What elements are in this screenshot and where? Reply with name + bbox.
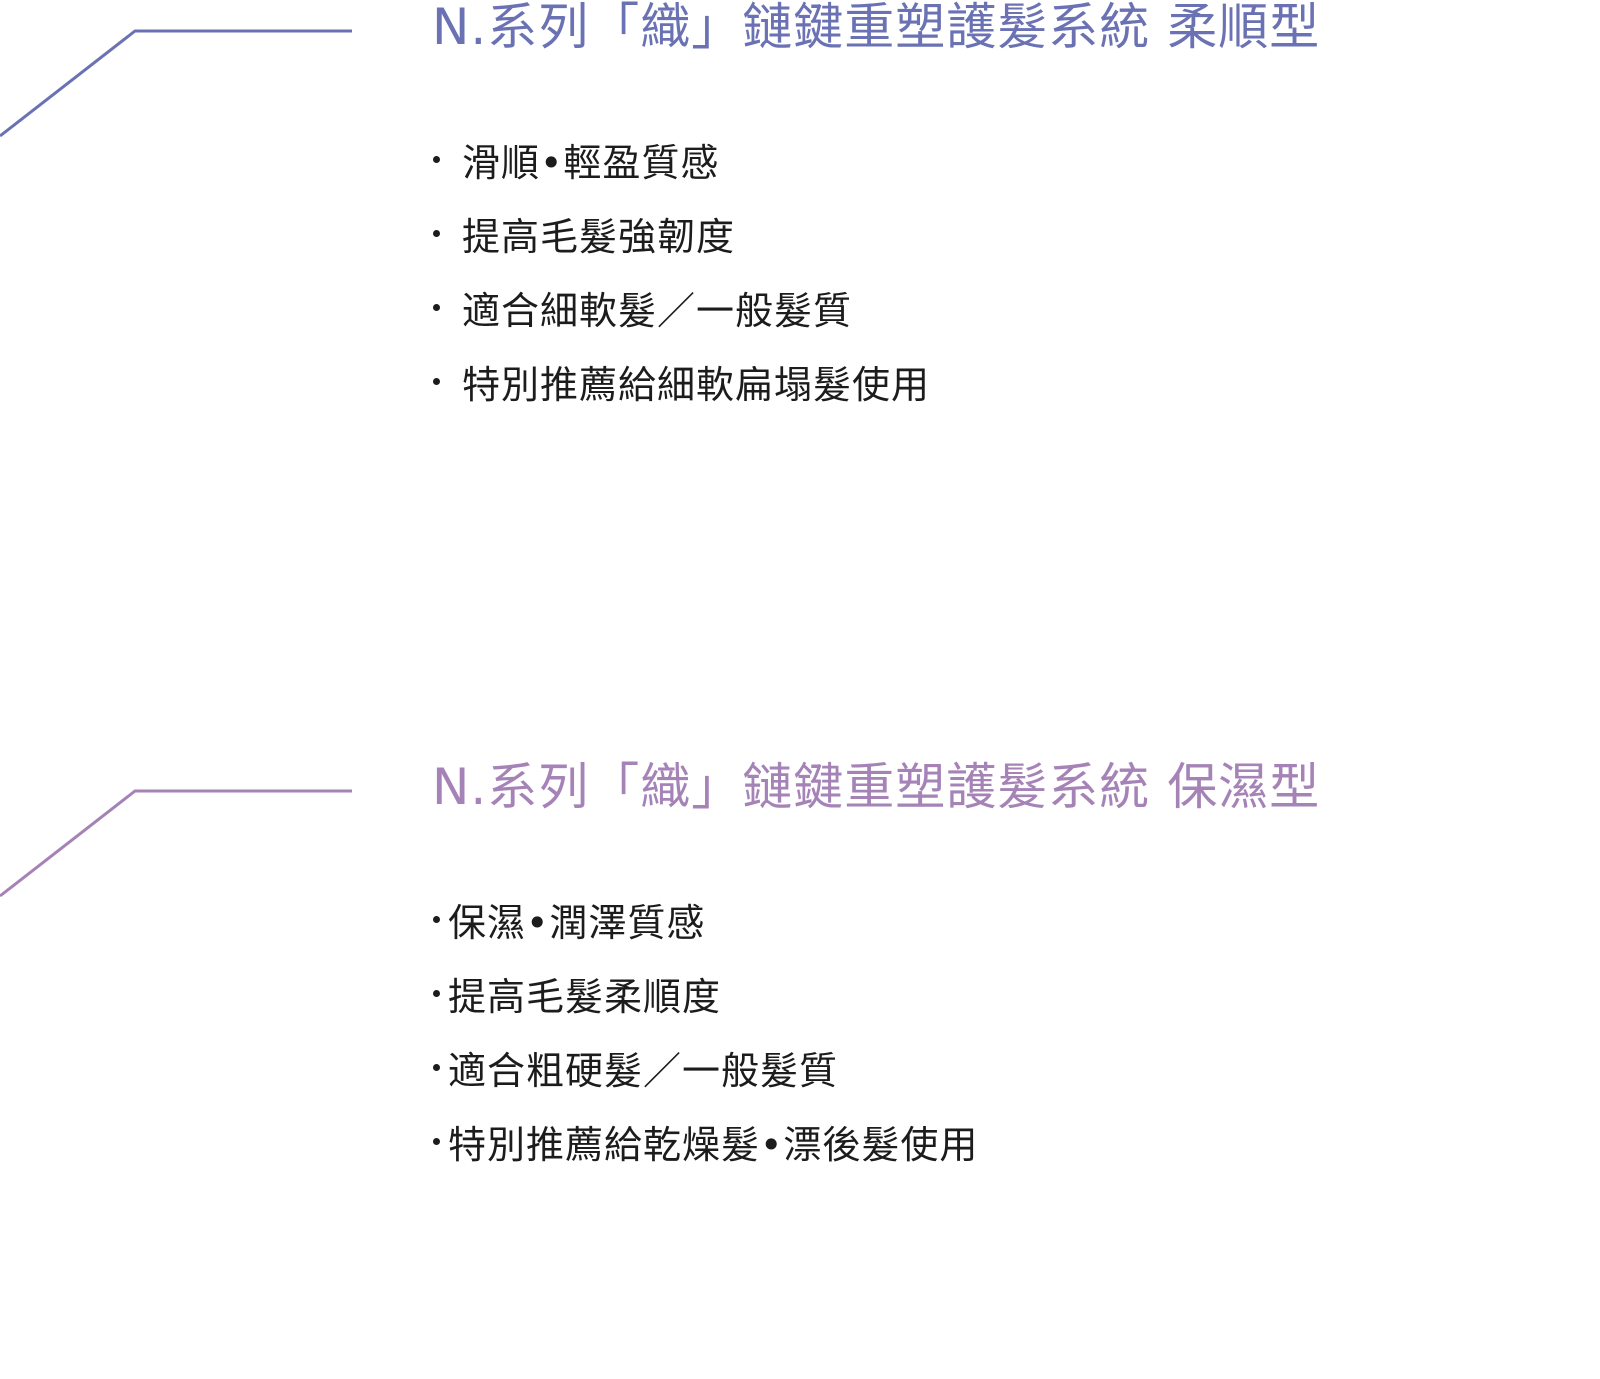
feature-text: 特別推薦給細軟扁塌髮使用 bbox=[462, 362, 931, 407]
list-item: 特別推薦給乾燥髮•漂後髮使用 bbox=[430, 1104, 978, 1178]
decorative-line bbox=[0, 789, 352, 898]
list-item: 適合細軟髮／一般髮質 bbox=[430, 270, 930, 344]
product-title: N.系列「織」鏈鍵重塑護髮系統 保濕型 bbox=[432, 758, 1321, 816]
list-item: 特別推薦給細軟扁塌髮使用 bbox=[430, 344, 930, 418]
feature-list: 保濕•潤澤質感 提高毛髮柔順度 適合粗硬髮／一般髮質 特別推薦給乾燥髮•漂後髮使… bbox=[430, 882, 978, 1178]
bullet-dot-icon bbox=[433, 1137, 440, 1145]
list-item: 提高毛髮柔順度 bbox=[430, 956, 978, 1030]
bullet-dot-icon bbox=[433, 989, 440, 997]
feature-list: 滑順•輕盈質感 提高毛髮強韌度 適合細軟髮／一般髮質 特別推薦給細軟扁塌髮使用 bbox=[430, 122, 930, 418]
list-item: 保濕•潤澤質感 bbox=[430, 882, 978, 956]
bullet-dot-icon bbox=[433, 155, 440, 163]
list-item: 滑順•輕盈質感 bbox=[430, 122, 930, 196]
bullet-dot-icon bbox=[433, 377, 440, 385]
feature-text: 適合粗硬髮／一般髮質 bbox=[448, 1048, 839, 1093]
decorative-line bbox=[0, 29, 352, 138]
feature-text: 提高毛髮強韌度 bbox=[462, 214, 736, 259]
feature-text: 保濕•潤澤質感 bbox=[448, 900, 706, 945]
bullet-dot-icon bbox=[433, 303, 440, 311]
list-item: 提高毛髮強韌度 bbox=[430, 196, 930, 270]
feature-text: 特別推薦給乾燥髮•漂後髮使用 bbox=[448, 1122, 979, 1167]
feature-text: 適合細軟髮／一般髮質 bbox=[462, 288, 853, 333]
bullet-dot-icon bbox=[433, 915, 440, 923]
bullet-dot-icon bbox=[433, 229, 440, 237]
feature-text: 提高毛髮柔順度 bbox=[448, 974, 722, 1019]
bullet-dot-icon bbox=[433, 1063, 440, 1071]
product-title: N.系列「織」鏈鍵重塑護髮系統 柔順型 bbox=[432, 0, 1321, 56]
feature-text: 滑順•輕盈質感 bbox=[462, 140, 720, 185]
list-item: 適合粗硬髮／一般髮質 bbox=[430, 1030, 978, 1104]
